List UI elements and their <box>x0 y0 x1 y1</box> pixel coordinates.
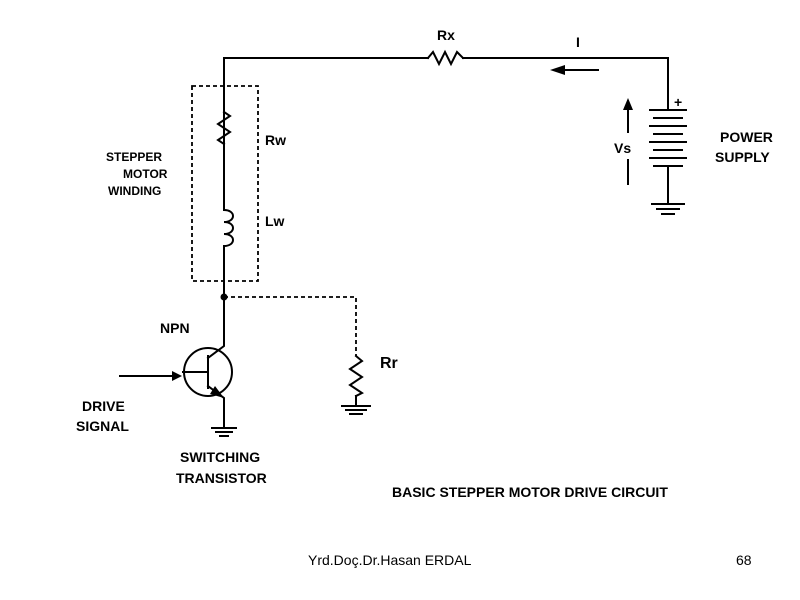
wire-top-right <box>462 57 669 109</box>
label-winding-line1: STEPPER <box>106 150 162 164</box>
label-drive-line1: DRIVE <box>82 398 125 414</box>
ground-transistor <box>211 427 237 437</box>
transistor-npn <box>183 347 233 397</box>
page-number: 68 <box>736 552 752 568</box>
label-rr: Rr <box>380 355 398 372</box>
label-power-supply-line2: SUPPLY <box>715 149 770 165</box>
label-vs: Vs <box>614 140 631 156</box>
label-switch-line1: SWITCHING <box>180 449 260 465</box>
diagram-title: BASIC STEPPER MOTOR DRIVE CIRCUIT <box>392 484 668 500</box>
label-current: I <box>576 34 580 50</box>
junction-dot <box>220 293 228 301</box>
label-rw: Rw <box>265 132 286 148</box>
wire-rr-dashed <box>224 296 357 356</box>
footer-author: Yrd.Doç.Dr.Hasan ERDAL <box>308 552 472 568</box>
ground-power-supply <box>651 203 685 215</box>
current-arrow-head <box>550 65 565 75</box>
battery-cells <box>649 109 687 167</box>
label-lw: Lw <box>265 213 285 229</box>
wire-collector-lead <box>206 329 225 360</box>
label-rx: Rx <box>437 27 455 43</box>
resistor-rr <box>348 354 364 398</box>
label-drive-line2: SIGNAL <box>76 418 129 434</box>
label-winding-line3: WINDING <box>108 184 161 198</box>
resistor-rw <box>216 110 232 146</box>
resistor-rx <box>426 49 465 67</box>
emitter-arrow-head <box>210 386 224 398</box>
winding-dashed-box <box>191 85 259 282</box>
wire-top-left <box>223 57 429 199</box>
label-plus: + <box>674 94 682 110</box>
label-switch-line2: TRANSISTOR <box>176 470 267 486</box>
ground-rr <box>341 405 371 415</box>
label-power-supply-line1: POWER <box>720 129 773 145</box>
vs-arrow-head <box>623 98 633 110</box>
inductor-lw <box>222 208 234 248</box>
label-npn: NPN <box>160 320 190 336</box>
drive-arrow-head <box>172 371 182 381</box>
label-winding-line2: MOTOR <box>123 167 168 181</box>
